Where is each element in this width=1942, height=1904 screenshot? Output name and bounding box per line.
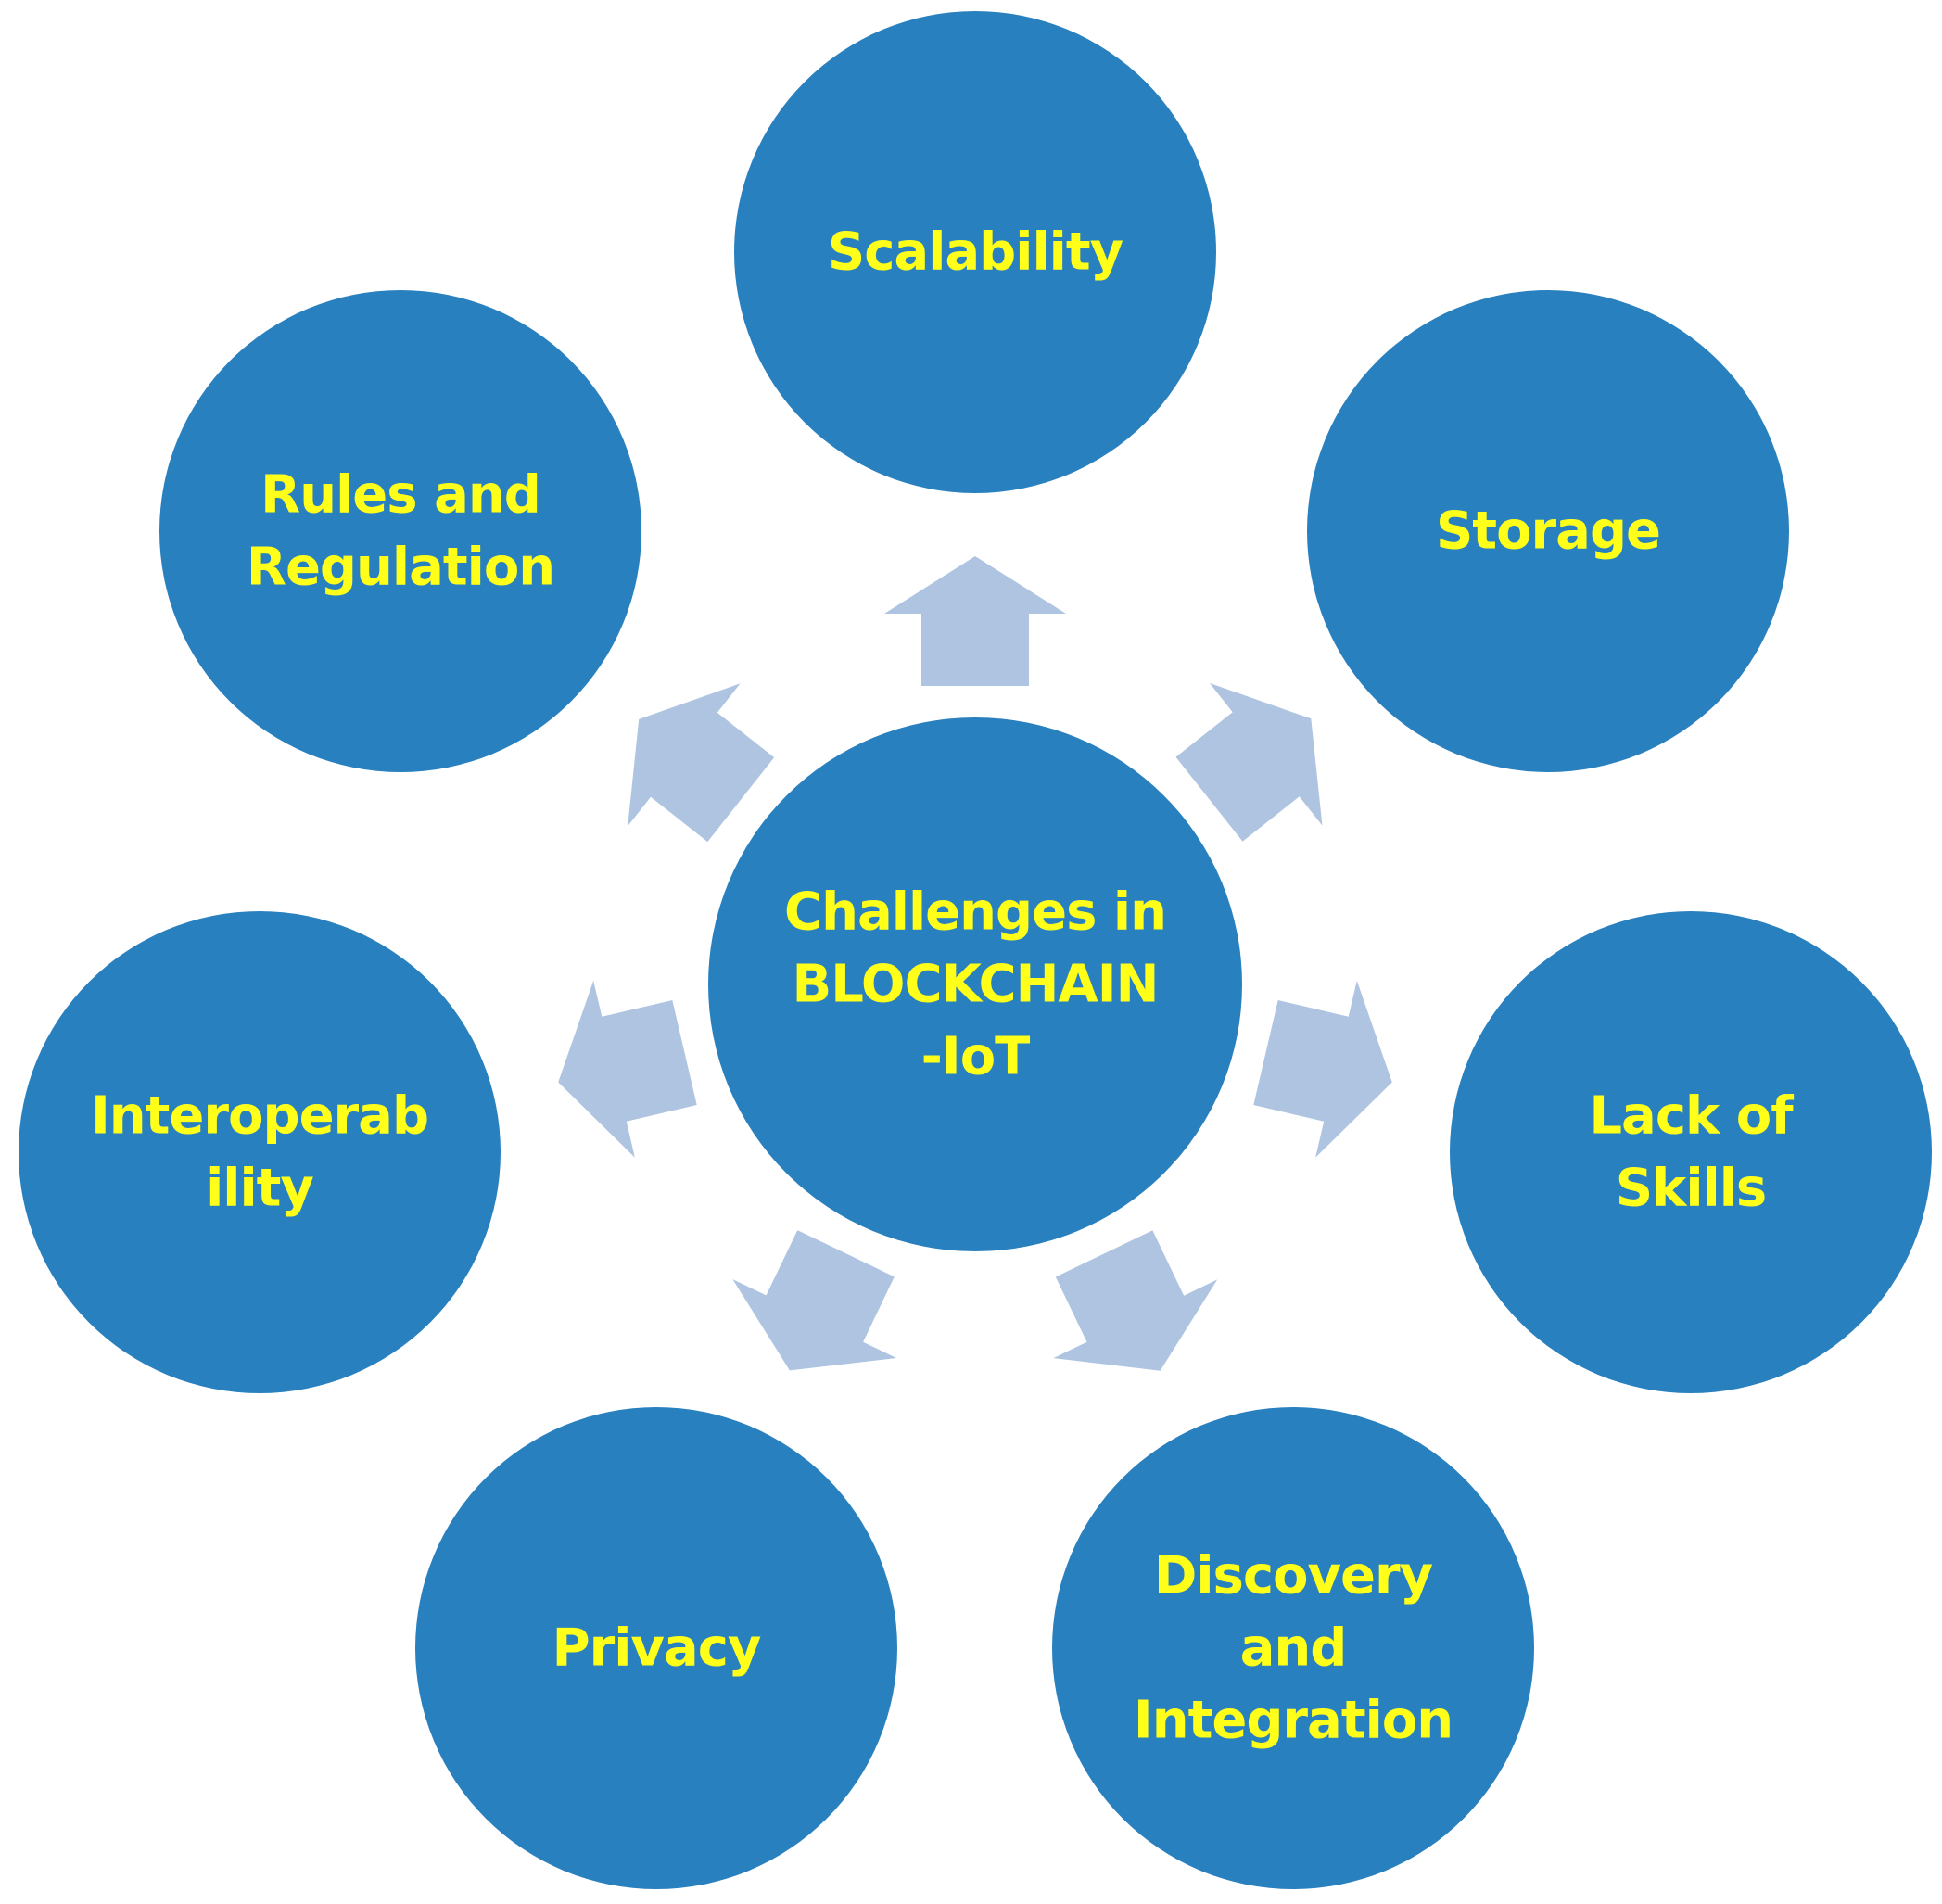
node-interoperability-label-line: ility — [206, 1159, 313, 1219]
node-discovery-and-integration-circle — [1052, 1407, 1534, 1889]
node-privacy: Privacy — [415, 1407, 897, 1889]
node-discovery-and-integration-label-line: Integration — [1134, 1691, 1453, 1751]
node-interoperability: Interoperab ility — [19, 911, 501, 1393]
node-lack-of-skills: Lack of Skills — [1450, 911, 1932, 1393]
node-storage-circle — [1307, 290, 1789, 772]
node-scalability-label-line: Scalability — [828, 222, 1123, 283]
node-privacy-label-line: Privacy — [552, 1618, 761, 1679]
node-storage: Storage — [1307, 290, 1789, 772]
arrow-to-privacy — [732, 1230, 897, 1371]
node-rules-and-regulation-label-line: Rules and — [260, 465, 540, 526]
arrow-to-lack-of-skills — [1253, 980, 1392, 1158]
center-node-label-line: Challenges in — [784, 882, 1166, 943]
arrow-to-interoperability — [558, 980, 697, 1158]
center-node-circle — [708, 717, 1242, 1251]
node-interoperability-circle — [19, 911, 501, 1393]
node-storage-label-line: Storage — [1436, 501, 1660, 562]
center-node: Challenges in BLOCKCHAIN -IoT — [708, 717, 1242, 1251]
node-rules-and-regulation-circle — [159, 290, 641, 772]
node-lack-of-skills-label-line: Skills — [1616, 1159, 1767, 1219]
node-scalability: Scalability — [734, 11, 1216, 493]
node-rules-and-regulation-label-line: Regulation — [247, 538, 554, 598]
node-scalability-circle — [734, 11, 1216, 493]
center-node-label-line: BLOCKCHAIN — [793, 955, 1159, 1015]
arrows-layer — [558, 556, 1392, 1371]
arrow-to-discovery-and-integration — [1053, 1230, 1218, 1371]
node-discovery-and-integration-label-line: Discovery — [1154, 1546, 1433, 1606]
center-node-label-line: -IoT — [921, 1027, 1031, 1087]
arrow-to-rules-and-regulation — [628, 683, 775, 843]
node-interoperability-label-line: Interoperab — [91, 1086, 428, 1147]
arrow-to-scalability — [884, 556, 1066, 686]
node-privacy-circle — [415, 1407, 897, 1889]
node-lack-of-skills-label-line: Lack of — [1589, 1086, 1794, 1147]
arrow-to-storage — [1175, 682, 1323, 842]
node-lack-of-skills-circle — [1450, 911, 1932, 1393]
node-discovery-and-integration-label-line: and — [1240, 1618, 1347, 1679]
